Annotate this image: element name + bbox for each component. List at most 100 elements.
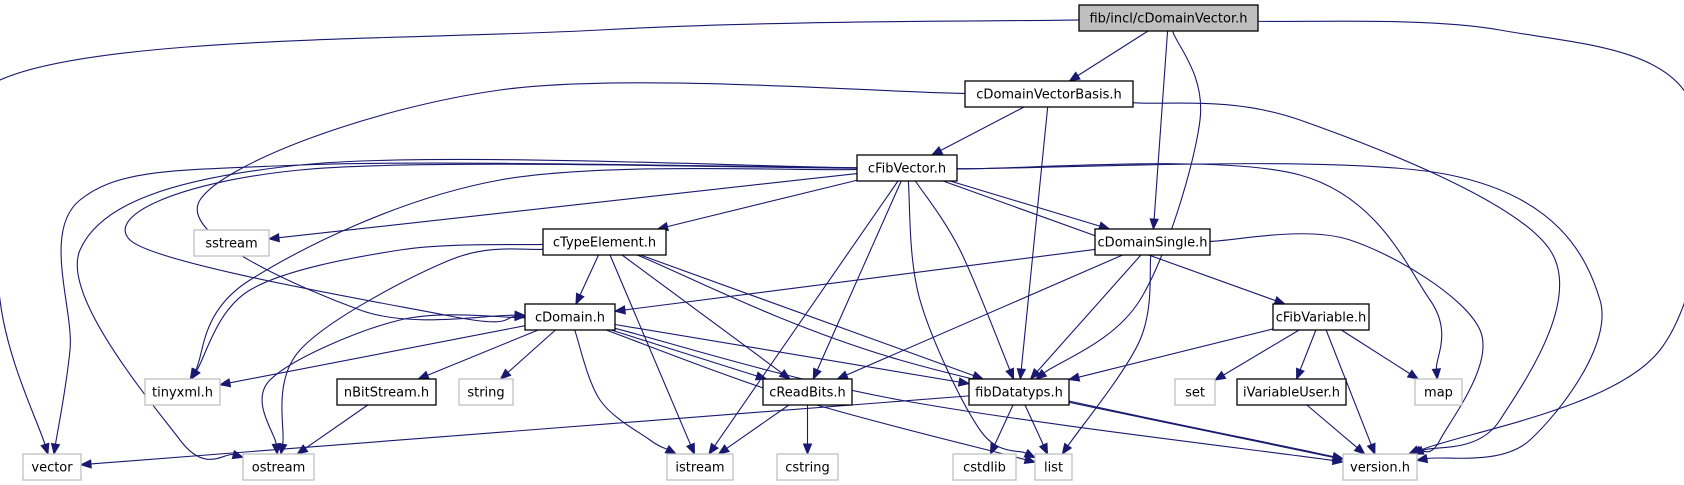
node-label: tinyxml.h — [152, 386, 213, 401]
node-label: iVariableUser.h — [1243, 386, 1340, 401]
node-root[interactable]: fib/incl/cDomainVector.h — [1078, 4, 1259, 32]
edge-cFibVector-to-vector — [54, 162, 858, 445]
arrowhead-icon — [50, 442, 61, 456]
edge-cDomain-to-cReadBits — [611, 329, 757, 377]
node-nBitStream[interactable]: nBitStream.h — [336, 378, 437, 406]
arrowhead-icon — [271, 443, 281, 456]
arrowhead-icon — [1273, 295, 1287, 305]
arrowhead-icon — [1005, 367, 1015, 381]
edge-root-to-fibDatatyps — [1043, 30, 1202, 374]
edge-cDomainSingle-to-version — [1209, 233, 1484, 453]
arrowhead-icon — [1296, 367, 1305, 381]
arrowhead-icon — [686, 442, 696, 456]
node-box — [22, 453, 82, 481]
node-sstream: sstream — [193, 229, 270, 257]
node-label: cReadBits.h — [769, 386, 846, 401]
node-box — [952, 453, 1017, 481]
node-cReadBits[interactable]: cReadBits.h — [762, 378, 853, 406]
edge-cFibVector-to-istream — [714, 180, 899, 447]
edge-root-to-cDomainSingle — [1153, 30, 1169, 220]
node-fibDatatyps[interactable]: fibDatatyps.h — [968, 378, 1070, 406]
edge-cReadBits-to-istream — [726, 404, 790, 449]
node-cTypeElement[interactable]: cTypeElement.h — [542, 228, 667, 256]
arrowhead-icon — [1067, 372, 1081, 382]
arrowhead-icon — [514, 311, 527, 322]
node-label: version.h — [1350, 461, 1410, 476]
node-label: cDomain.h — [535, 311, 605, 326]
arrowhead-icon — [708, 442, 719, 456]
node-map: map — [1414, 378, 1463, 406]
node-box — [1236, 378, 1347, 406]
arrowhead-icon — [613, 305, 627, 315]
node-label: fib/incl/cDomainVector.h — [1089, 12, 1247, 27]
edge-cFibVariable-to-fibDatatyps — [1078, 328, 1274, 378]
edge-cFibVector-to-cTypeElement — [667, 179, 858, 228]
node-box — [762, 378, 853, 406]
arrowhead-icon — [499, 368, 512, 380]
node-cFibVariable[interactable]: cFibVariable.h — [1272, 303, 1370, 331]
edge-cDomainSingle-to-cReadBits — [846, 254, 1123, 376]
node-box — [666, 453, 734, 481]
node-cDomain[interactable]: cDomain.h — [524, 303, 616, 331]
node-istream: istream — [666, 453, 734, 481]
node-list: list — [1034, 453, 1073, 481]
node-cDomainVectorBasis[interactable]: cDomainVectorBasis.h — [964, 80, 1134, 108]
arrowhead-icon — [1038, 442, 1049, 456]
edge-fibDatatyps-to-list — [1024, 404, 1044, 446]
arrowhead-icon — [1366, 442, 1376, 456]
arrowhead-icon — [190, 367, 201, 381]
edge-cDomainVectorBasis-to-fibDatatyps — [1020, 106, 1049, 370]
edge-cFibVector-to-map — [956, 163, 1443, 370]
edge-cDomain-to-string — [507, 329, 556, 373]
edge-cDomainVectorBasis-to-version — [1132, 102, 1561, 451]
edge-cFibVariable-to-set — [1223, 329, 1300, 376]
node-cDomainSingle[interactable]: cDomainSingle.h — [1094, 228, 1211, 256]
node-label: cFibVector.h — [868, 162, 946, 177]
node-cFibVector[interactable]: cFibVector.h — [856, 154, 958, 182]
node-box — [542, 228, 667, 256]
node-cstdlib: cstdlib — [952, 453, 1017, 481]
node-iVariableUser[interactable]: iVariableUser.h — [1236, 378, 1347, 406]
node-box — [336, 378, 437, 406]
edge-cDomain-to-version — [614, 327, 1334, 461]
arrowhead-icon — [1061, 442, 1073, 456]
node-label: cDomainVectorBasis.h — [976, 88, 1121, 103]
edges-layer — [0, 19, 1684, 469]
node-box — [144, 378, 221, 406]
node-vector: vector — [22, 453, 82, 481]
arrowhead-icon — [1353, 443, 1366, 455]
arrowhead-icon — [1016, 368, 1027, 381]
edge-fibDatatyps-to-cstdlib — [994, 404, 1014, 446]
edge-cDomain-to-fibDatatyps — [614, 323, 960, 383]
arrowhead-icon — [930, 145, 944, 156]
edge-cDomainVectorBasis-to-cFibVector — [940, 106, 1025, 151]
edge-cDomain-to-ostream — [261, 314, 526, 445]
edge-fibDatatyps-to-version — [1068, 401, 1334, 458]
arrowhead-icon — [1029, 368, 1042, 381]
edge-cDomainSingle-to-cDomain — [624, 248, 1096, 311]
node-box — [242, 453, 315, 481]
edge-cTypeElement-to-istream — [609, 254, 692, 446]
edge-iVariableUser-to-version — [1306, 404, 1358, 448]
node-box — [968, 378, 1070, 406]
node-set: set — [1174, 378, 1216, 406]
node-box — [458, 378, 514, 406]
arrowhead-icon — [575, 292, 585, 306]
edge-cTypeElement-to-ostream — [281, 248, 544, 445]
node-label: sstream — [205, 237, 257, 252]
edge-cTypeElement-to-tinyxml — [196, 243, 544, 371]
node-label: istream — [675, 461, 724, 476]
node-box — [1078, 4, 1259, 32]
node-box — [1174, 378, 1216, 406]
edge-cFibVector-to-version — [956, 163, 1603, 460]
edge-cFibVector-to-cDomain — [124, 163, 858, 323]
arrowhead-icon — [296, 444, 309, 455]
node-box — [1414, 378, 1463, 406]
node-string: string — [458, 378, 514, 406]
node-box — [856, 154, 958, 182]
edge-cTypeElement-to-cDomain — [579, 254, 600, 296]
node-cstring: cstring — [776, 453, 839, 481]
node-label: set — [1185, 386, 1205, 401]
node-label: cFibVariable.h — [1276, 311, 1367, 326]
